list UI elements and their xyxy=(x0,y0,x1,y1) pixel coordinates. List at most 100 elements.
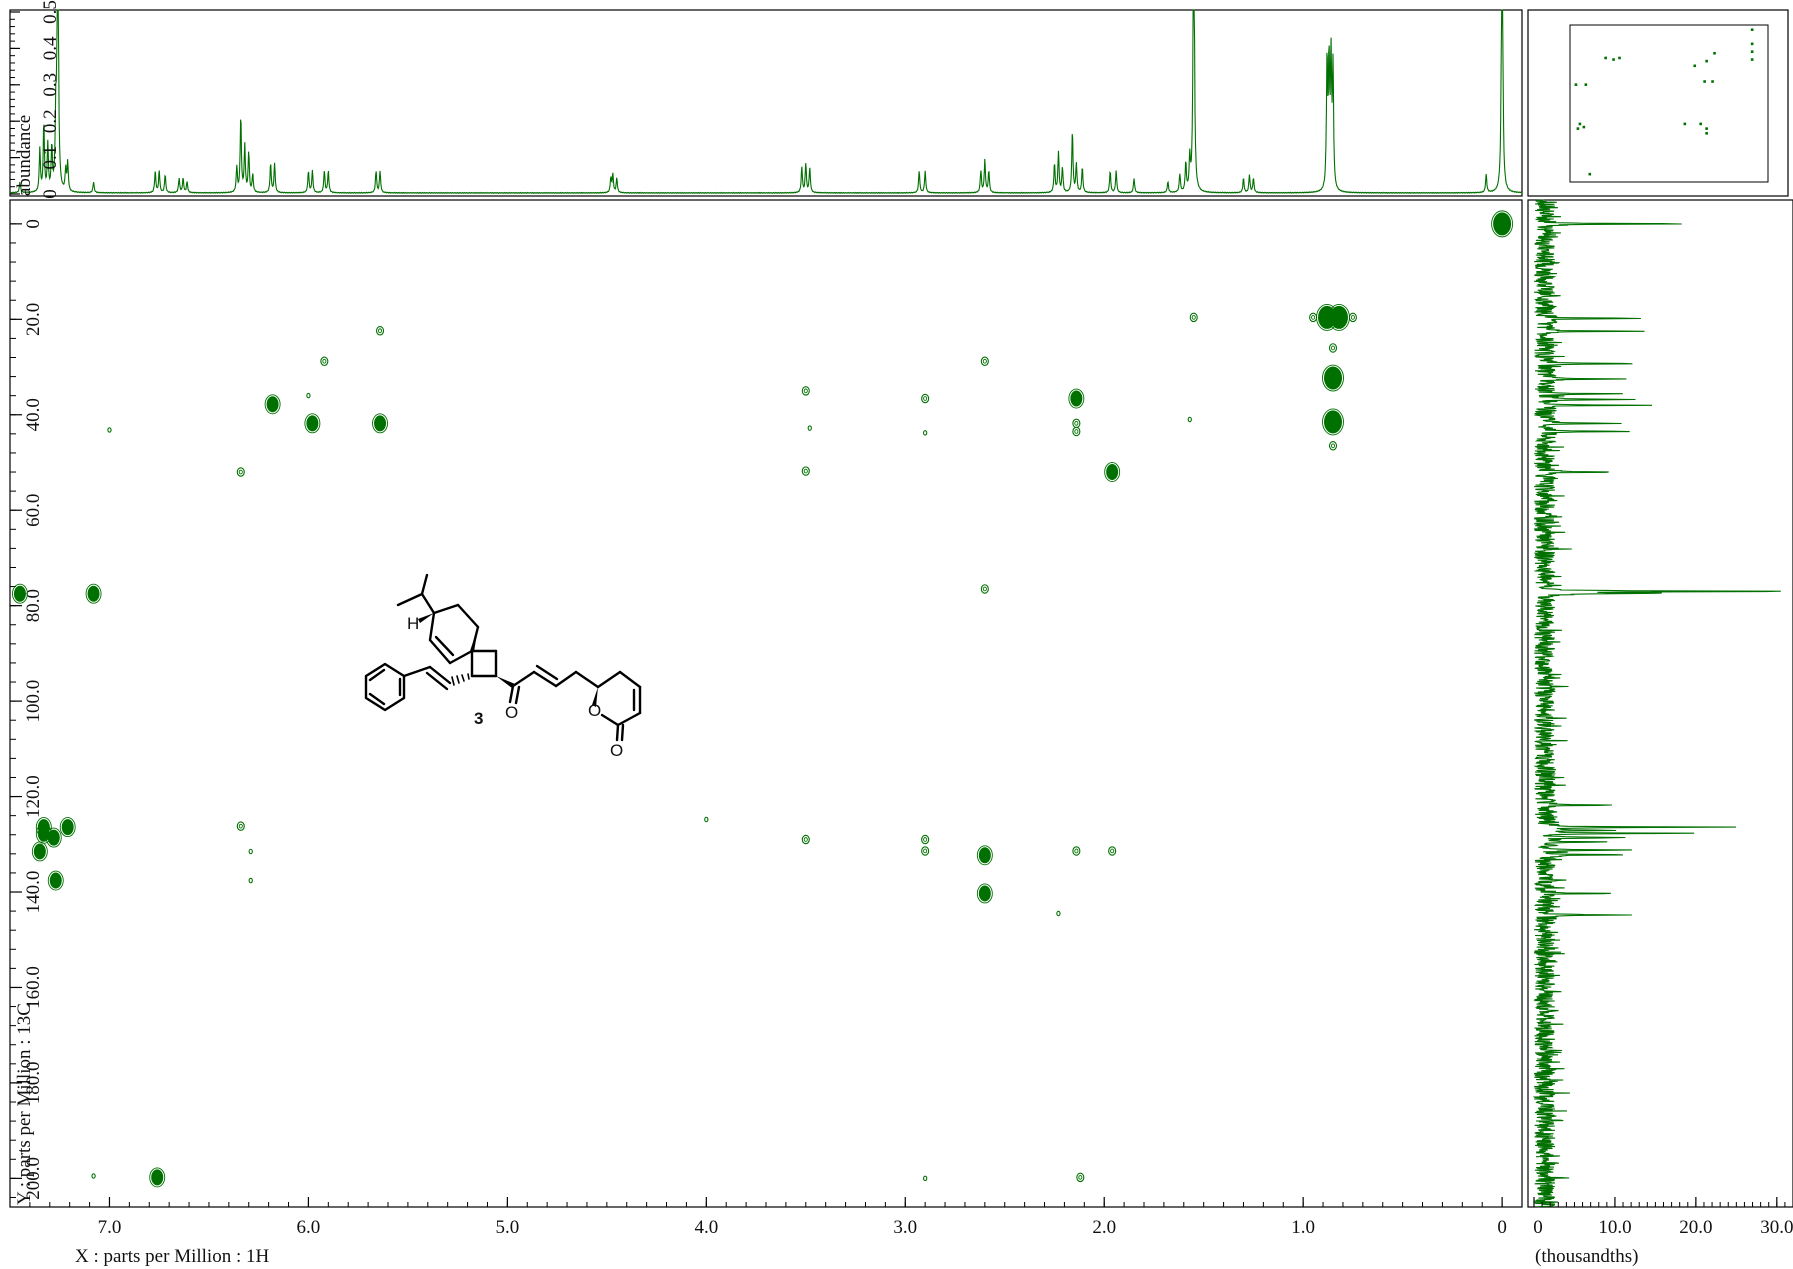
cross-peak-contour xyxy=(238,469,243,475)
structure-atom-O-ketone: O xyxy=(505,703,518,722)
cross-peak-contour xyxy=(1110,848,1115,854)
cross-peak xyxy=(1329,305,1348,329)
cross-peak-contour xyxy=(322,358,327,364)
cross-peak xyxy=(1189,312,1198,323)
cross-peak xyxy=(1072,418,1081,429)
x-tick-label: 7.0 xyxy=(98,1217,122,1238)
cross-peak-contour xyxy=(1322,364,1344,392)
inset-dot xyxy=(1705,59,1708,63)
cross-peak-contour xyxy=(59,817,76,838)
y-tick-label: 100.0 xyxy=(23,680,44,723)
structure-atom-O-carbonyl: O xyxy=(610,741,623,760)
top-projection-frame xyxy=(9,9,1523,197)
y-tick-label: 120.0 xyxy=(23,775,44,818)
right-x-tick-label: 10.0 xyxy=(1598,1217,1631,1238)
cross-peak xyxy=(248,848,253,855)
cross-peak-contour xyxy=(304,413,321,434)
cross-peak-contour xyxy=(1350,315,1355,320)
cross-peak xyxy=(1493,212,1512,236)
x-tick-label: 0 xyxy=(1497,1217,1507,1238)
cross-peak xyxy=(980,584,989,594)
cross-peak xyxy=(923,430,928,436)
y-tick-label: 0 xyxy=(23,219,44,229)
cross-peak xyxy=(921,393,930,404)
cross-peak-contour xyxy=(1330,443,1336,449)
cross-peak-contour xyxy=(238,823,243,829)
right-projection-frame xyxy=(1527,199,1793,1208)
inset-dot xyxy=(1574,83,1578,86)
cross-peak-contour xyxy=(1322,408,1344,436)
top-y-tick-label: 0.3 xyxy=(40,73,61,97)
top-y-tick-label: 0.5 xyxy=(40,0,61,24)
x-tick-label: 5.0 xyxy=(495,1217,519,1238)
right-x-axis-label: (thousandths) xyxy=(1535,1246,1638,1267)
cross-peak xyxy=(801,386,810,396)
cross-peak-contour xyxy=(372,413,388,434)
cross-peak-contour xyxy=(976,845,993,866)
cross-peak-contour xyxy=(1491,210,1514,238)
right-projection-line xyxy=(1532,199,1781,1208)
cross-peak-contour xyxy=(1311,315,1316,320)
inset-dot xyxy=(1713,51,1716,55)
cross-peak xyxy=(1072,846,1081,856)
cross-peak xyxy=(37,825,50,842)
cross-peak xyxy=(47,829,60,846)
y-tick-label: 140.0 xyxy=(23,871,44,914)
inset-dot xyxy=(1750,58,1754,61)
cross-peaks xyxy=(11,210,1514,1188)
inset-dot xyxy=(1576,127,1580,130)
right-projection-trace xyxy=(1532,199,1781,1208)
y-tick-label: 20.0 xyxy=(23,303,44,336)
x-axis-label: X : parts per Million : 1H xyxy=(75,1246,269,1267)
cross-peak-contour xyxy=(923,848,928,854)
inset-dot xyxy=(1750,28,1754,32)
y-tick-label: 40.0 xyxy=(23,398,44,431)
cross-peak xyxy=(1070,390,1083,407)
inset-overview-box xyxy=(1569,24,1769,183)
right-x-tick-label: 30.0 xyxy=(1760,1217,1793,1238)
inset-dot xyxy=(1604,56,1607,60)
cross-peak xyxy=(236,467,245,477)
x-tick-label: 1.0 xyxy=(1291,1217,1315,1238)
cross-peak xyxy=(921,846,930,856)
cross-peak-contour xyxy=(923,837,928,842)
y-tick-label: 180.0 xyxy=(23,1062,44,1105)
main-plot-frame xyxy=(9,199,1523,1208)
cross-peak xyxy=(87,585,100,602)
top-projection-axis: 00.10.20.30.40.5 xyxy=(10,0,61,199)
inset-dot xyxy=(1582,125,1586,129)
top-y-tick-label: 0 xyxy=(40,189,61,199)
structure-atom-O-ring: O xyxy=(588,701,601,720)
inset-dot xyxy=(1711,80,1714,83)
y-tick-label: 60.0 xyxy=(23,494,44,527)
cross-peak xyxy=(801,466,810,476)
x-tick-label: 4.0 xyxy=(694,1217,718,1238)
cross-peak xyxy=(266,396,279,413)
chemical-structure xyxy=(364,573,642,742)
inset-dot xyxy=(1705,132,1708,135)
cross-peak-contour xyxy=(982,358,987,364)
cross-peak-contour xyxy=(1074,848,1079,854)
cross-peak xyxy=(107,427,112,433)
top-projection-line xyxy=(9,9,1523,195)
top-y-tick-label: 0.4 xyxy=(40,36,61,60)
cross-peak-contour xyxy=(378,328,383,334)
inset-dot xyxy=(1705,127,1708,130)
structure-atom-H: H xyxy=(407,614,419,633)
cross-peak xyxy=(13,585,26,602)
cross-peak-contour xyxy=(923,396,928,401)
cross-peak-contour xyxy=(1078,1175,1083,1180)
cross-peak xyxy=(807,425,812,431)
cross-peak xyxy=(49,872,62,889)
inset-dot xyxy=(1618,56,1621,60)
inset-dot xyxy=(1612,58,1615,61)
inset-overview-frame xyxy=(1527,9,1789,197)
cross-peak-contour xyxy=(85,583,102,604)
cross-peak xyxy=(1309,312,1318,323)
cross-peak xyxy=(978,847,991,864)
cross-peak-contour xyxy=(1074,429,1079,434)
cross-peak xyxy=(306,392,311,399)
inset-dot xyxy=(1703,80,1706,83)
